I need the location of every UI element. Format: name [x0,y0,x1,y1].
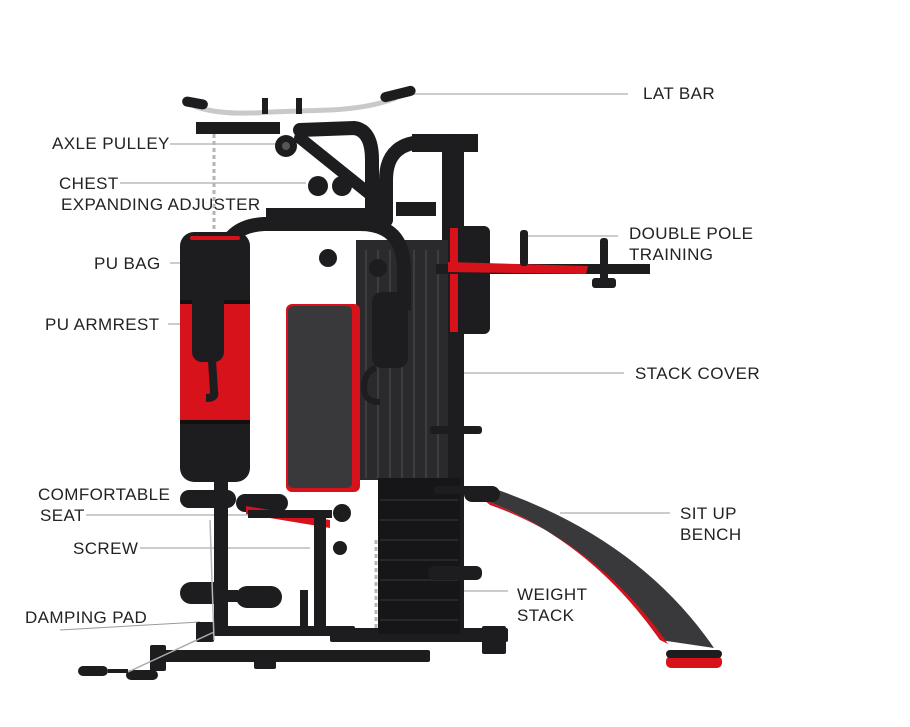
axle-pulleys [275,135,436,277]
label-double-pole-line1: DOUBLE POLE [629,224,754,243]
label-comfortable-line2: SEAT [40,506,85,525]
weight-stack [378,478,460,634]
label-sit-up-line2: BENCH [680,525,742,544]
pu-armrest-left [192,290,224,402]
label-lat-bar-text: LAT BAR [643,84,716,103]
label-comfortable-line1: COMFORTABLE [38,485,171,504]
sit-up-bench [464,486,722,668]
label-double-pole-line2: TRAINING [629,245,714,264]
foot-cable [127,631,215,673]
label-weight-stack: WEIGHT STACK [517,584,587,626]
label-weight-line1: WEIGHT [517,585,588,604]
label-chest-line1: CHEST [59,174,119,193]
pu-armrest-right [360,292,408,405]
label-chest-expanding-adjuster: CHEST EXPANDING ADJUSTER [59,173,261,215]
screw-knob [333,504,351,522]
base-bar-main [150,650,430,662]
label-sit-up-bench: SIT UP BENCH [680,503,742,545]
label-comfortable-seat: COMFORTABLE SEAT [38,484,170,526]
base-frame [150,622,508,671]
damping-pads [180,519,308,641]
label-weight-line2: STACK [517,606,575,625]
leader-damping-pad [59,621,201,631]
foot-handle [78,666,158,680]
label-pu-bag: PU BAG [94,253,161,274]
label-screw: SCREW [73,538,138,559]
label-lat-bar: LAT BAR [643,83,715,104]
label-axle-pulley-text: AXLE PULLEY [52,134,170,153]
label-stack-cover: STACK COVER [635,363,760,384]
label-pu-armrest: PU ARMREST [45,314,160,335]
dip-station [436,226,650,334]
label-sit-up-line1: SIT UP [680,504,737,523]
label-chest-line2: EXPANDING ADJUSTER [61,195,261,214]
label-axle-pulley: AXLE PULLEY [52,133,170,154]
label-pu-armrest-text: PU ARMREST [45,315,160,334]
label-double-pole-training: DOUBLE POLE TRAINING [629,223,753,265]
label-screw-text: SCREW [73,539,139,558]
label-pu-bag-text: PU BAG [94,254,161,273]
upper-frame [293,120,457,227]
label-damping-pad: DAMPING PAD [25,607,147,628]
label-stack-cover-text: STACK COVER [635,364,760,383]
leg-post [314,510,326,630]
label-damping-pad-text: DAMPING PAD [25,608,148,627]
backrest [286,304,360,492]
lat-bar [182,85,416,134]
